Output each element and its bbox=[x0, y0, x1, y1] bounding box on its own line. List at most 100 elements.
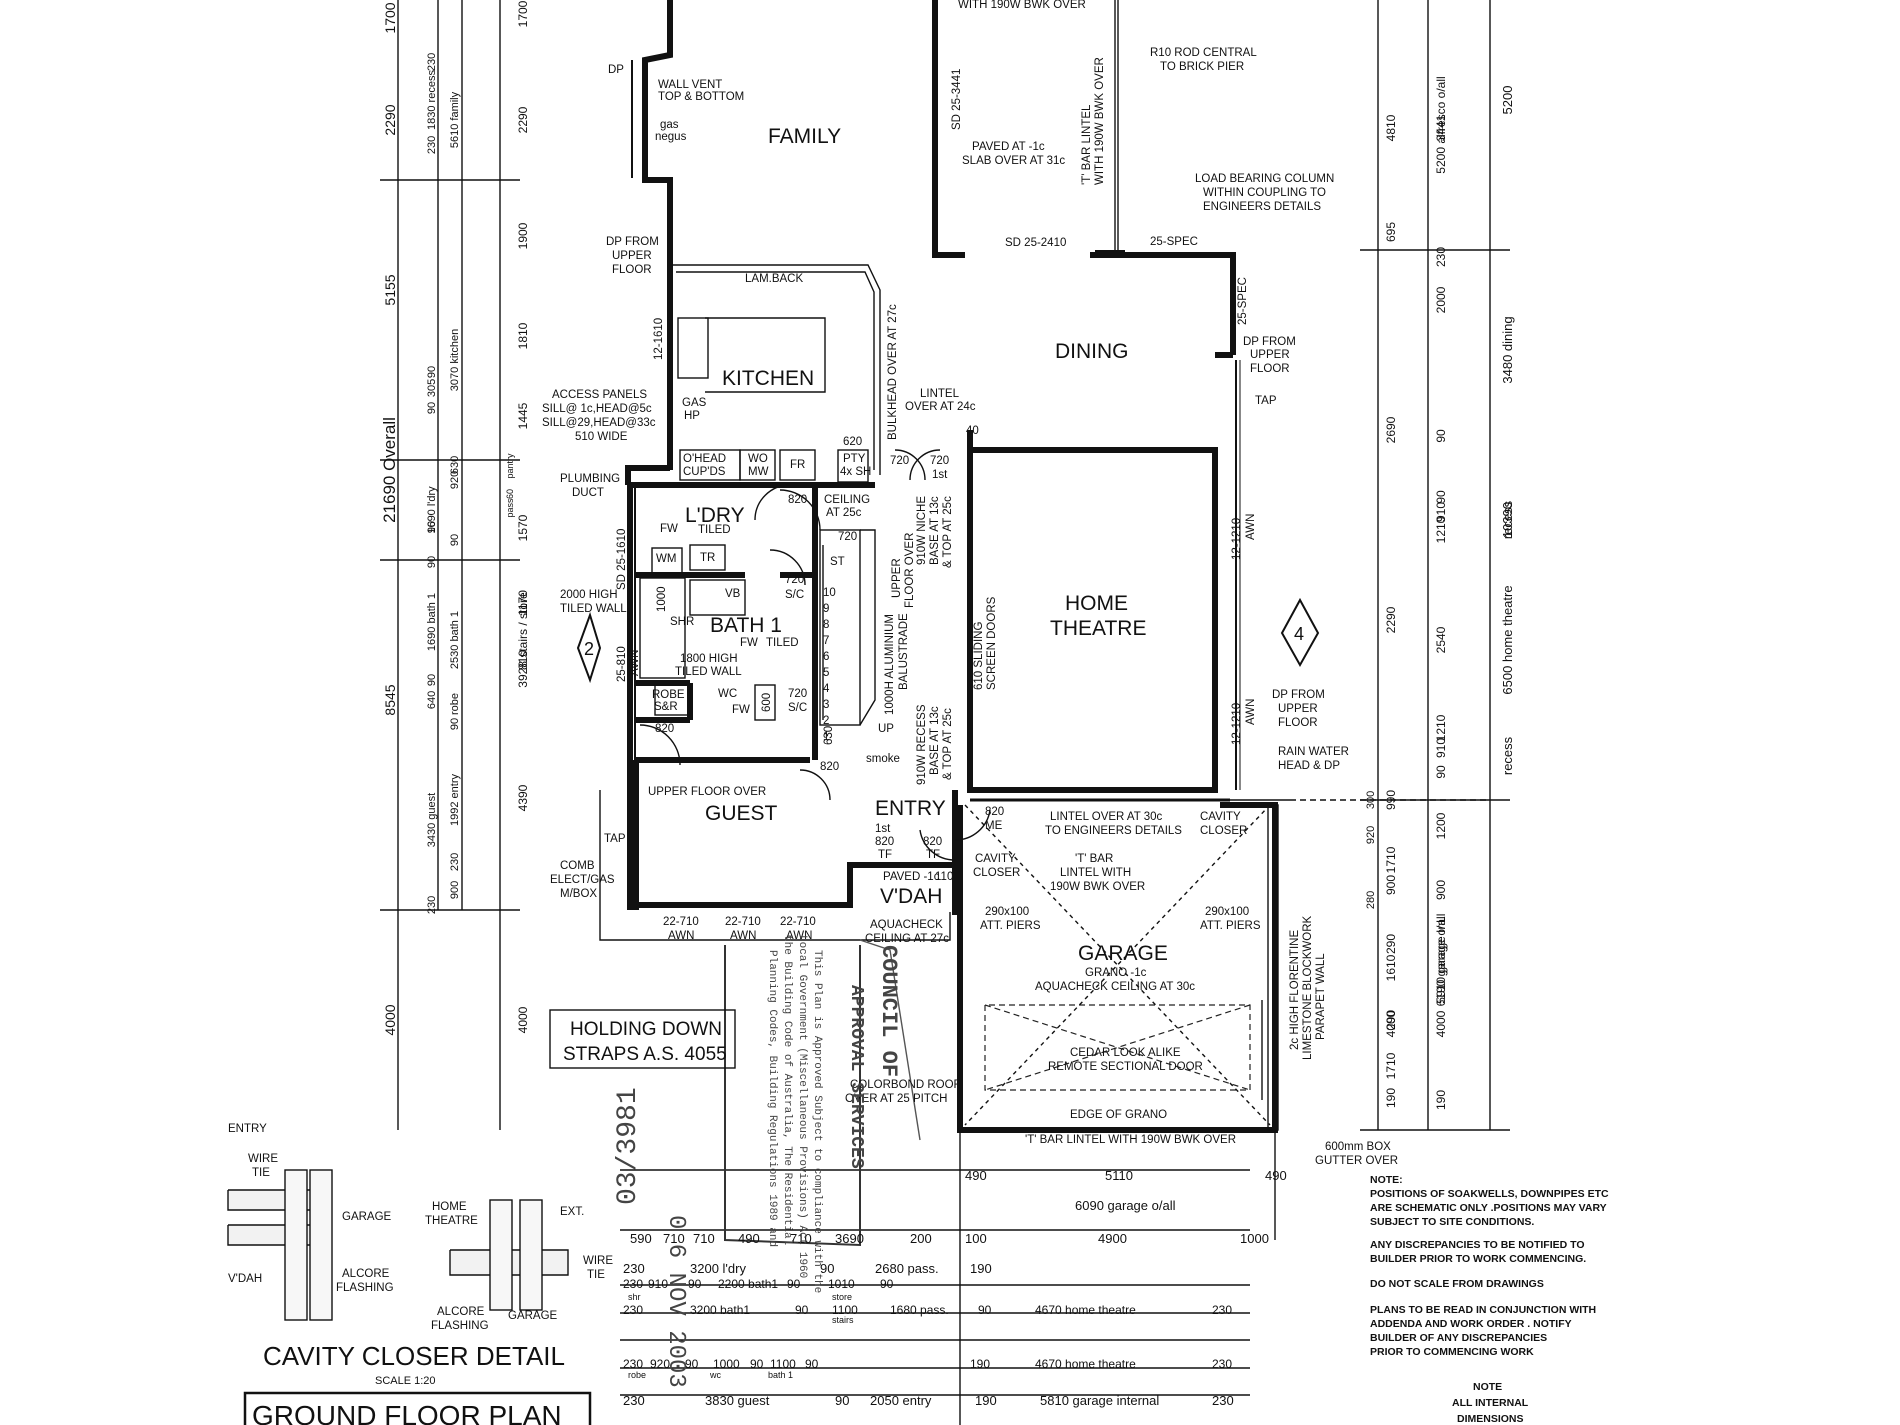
svg-text:COMB: COMB bbox=[560, 860, 595, 872]
dim-right-2: 6190 garage o/all bbox=[1434, 914, 1448, 1007]
svg-text:SD 25-1610: SD 25-1610 bbox=[616, 529, 628, 590]
svg-text:TOP & BOTTOM: TOP & BOTTOM bbox=[658, 91, 744, 103]
dim-bottom: 490 bbox=[738, 1231, 760, 1246]
svg-text:POSITIONS OF SOAKWELLS, DOWNPI: POSITIONS OF SOAKWELLS, DOWNPIPES ETC bbox=[1370, 1188, 1609, 1200]
svg-text:0 6 NOV 2003: 0 6 NOV 2003 bbox=[662, 1215, 689, 1388]
svg-text:HP: HP bbox=[684, 410, 700, 422]
svg-text:EDGE OF GRANO: EDGE OF GRANO bbox=[1070, 1109, 1167, 1121]
svg-text:TO ENGINEERS DETAILS: TO ENGINEERS DETAILS bbox=[1045, 825, 1182, 837]
dim-left-2: 90 bbox=[426, 674, 438, 686]
dim-right-2: 1200 bbox=[1434, 812, 1448, 839]
dim-right-1: 990 bbox=[1384, 790, 1398, 810]
svg-text:HEAD & DP: HEAD & DP bbox=[1278, 760, 1340, 772]
svg-text:WITHIN COUPLING TO: WITHIN COUPLING TO bbox=[1203, 187, 1326, 199]
dim-bottom: 230 bbox=[623, 1303, 643, 1317]
dim-left-4: 1170 bbox=[516, 590, 530, 616]
svg-text:FR: FR bbox=[790, 459, 805, 471]
dim-right-1: 695 bbox=[1384, 222, 1398, 242]
svg-text:'T' BAR LINTEL WITH 190W BWK O: 'T' BAR LINTEL WITH 190W BWK OVER bbox=[1025, 1134, 1236, 1146]
dim-left-4b: pantry bbox=[505, 453, 515, 479]
dim-bottom: 590 bbox=[630, 1231, 652, 1246]
cavity-detail-labels: ENTRY WIRE TIE GARAGE V'DAH ALCORE FLASH… bbox=[228, 1123, 613, 1387]
dim-left-4: 1700 bbox=[516, 0, 530, 27]
svg-text:CLOSER: CLOSER bbox=[1200, 825, 1247, 837]
dim-left-3: 920 bbox=[449, 471, 461, 489]
svg-text:WIRE: WIRE bbox=[583, 1255, 613, 1267]
dim-left-outer: 8545 bbox=[382, 684, 398, 715]
dim-bottom: 2050 entry bbox=[870, 1393, 932, 1408]
svg-text:SUBJECT TO SITE CONDITIONS.: SUBJECT TO SITE CONDITIONS. bbox=[1370, 1216, 1534, 1228]
svg-text:910W RECESS: 910W RECESS bbox=[916, 704, 928, 785]
dim-left-2: 1690 bath 1 bbox=[426, 593, 438, 651]
dim-bottom: 910 bbox=[648, 1277, 668, 1291]
svg-text:AWN: AWN bbox=[668, 930, 694, 942]
dim-left-2: 1830 recess bbox=[426, 70, 438, 130]
svg-text:LIMESTONE BLOCKWORK: LIMESTONE BLOCKWORK bbox=[1302, 915, 1314, 1060]
svg-text:9: 9 bbox=[823, 603, 829, 615]
svg-text:COLORBOND ROOF: COLORBOND ROOF bbox=[850, 1079, 961, 1091]
svg-text:FW: FW bbox=[732, 704, 750, 716]
svg-text:PAVED AT -1c: PAVED AT -1c bbox=[972, 141, 1045, 153]
dim-bottom: 230 bbox=[1212, 1393, 1234, 1408]
svg-text:AWN: AWN bbox=[786, 930, 812, 942]
cavity-closer-drawing bbox=[227, 1169, 569, 1321]
dim-right-1: 190 bbox=[1384, 1088, 1398, 1108]
dim-left-4: 3928 stairs / store bbox=[516, 592, 530, 688]
dim-right-1b: 920 bbox=[1365, 826, 1377, 844]
room-bath1: BATH 1 bbox=[710, 614, 782, 637]
dim-left-3: 1992 entry bbox=[449, 774, 461, 826]
svg-text:ALCORE: ALCORE bbox=[437, 1306, 485, 1318]
dim-bottom: 190 bbox=[970, 1357, 990, 1371]
svg-text:WITH 190W BWK OVER: WITH 190W BWK OVER bbox=[1094, 57, 1106, 185]
svg-text:RAIN WATER: RAIN WATER bbox=[1278, 746, 1349, 758]
dim-left-3: 3070 kitchen bbox=[449, 329, 461, 391]
svg-text:LINTEL: LINTEL bbox=[920, 388, 960, 400]
svg-text:LINTEL OVER AT 30c: LINTEL OVER AT 30c bbox=[1050, 811, 1163, 823]
dim-right-3: 10390 bbox=[1500, 502, 1515, 538]
dim-left-2: 230 bbox=[426, 53, 438, 71]
svg-text:2c HIGH FLORENTINE: 2c HIGH FLORENTINE bbox=[1289, 930, 1301, 1050]
svg-text:8: 8 bbox=[823, 619, 829, 631]
holding-down-1: HOLDING DOWN bbox=[570, 1019, 722, 1040]
svg-text:25-SPEC: 25-SPEC bbox=[1237, 277, 1249, 325]
dim-right-2: 2540 bbox=[1434, 626, 1448, 653]
svg-text:3: 3 bbox=[823, 699, 829, 711]
svg-text:PTY: PTY bbox=[843, 453, 866, 465]
svg-text:TAP: TAP bbox=[604, 833, 626, 845]
dim-bottom: 5110 bbox=[1105, 1168, 1133, 1183]
svg-text:WALL VENT: WALL VENT bbox=[658, 79, 722, 91]
svg-text:TF: TF bbox=[926, 849, 940, 861]
dim-bottom: 4900 bbox=[1098, 1231, 1127, 1246]
dim-right-1: 2690 bbox=[1384, 416, 1398, 443]
svg-text:PARAPET WALL: PARAPET WALL bbox=[1315, 953, 1327, 1040]
dim-right-2: 190 bbox=[1434, 1090, 1448, 1110]
svg-text:2: 2 bbox=[823, 715, 829, 727]
svg-text:4: 4 bbox=[823, 683, 830, 695]
svg-text:GAS: GAS bbox=[682, 397, 707, 409]
svg-text:720: 720 bbox=[838, 531, 857, 543]
dim-bottom: 200 bbox=[910, 1231, 932, 1246]
svg-text:720: 720 bbox=[788, 688, 807, 700]
dim-bottom: bath 1 bbox=[768, 1370, 793, 1380]
dim-right-2: 910 bbox=[1434, 502, 1448, 522]
svg-text:1000: 1000 bbox=[656, 586, 668, 612]
svg-text:HOME: HOME bbox=[432, 1201, 467, 1213]
svg-text:25-810: 25-810 bbox=[616, 646, 628, 682]
dim-bottom: 920 bbox=[650, 1357, 670, 1371]
dim-right-1: 290 bbox=[1384, 934, 1398, 954]
svg-text:the Building Code of Australia: the Building Code of Australia, The Resi… bbox=[781, 935, 793, 1245]
dim-left-4: 810 bbox=[516, 650, 530, 670]
svg-text:BASE AT 13c: BASE AT 13c bbox=[929, 496, 941, 565]
svg-text:820: 820 bbox=[788, 494, 807, 506]
dim-bottom: 4670 home theatre bbox=[1035, 1303, 1136, 1317]
dim-bottom: 490 bbox=[1265, 1168, 1287, 1183]
dim-bottom: 1000 bbox=[713, 1357, 740, 1371]
dim-right-2: 2000 bbox=[1434, 286, 1448, 313]
dim-left-2: 305 bbox=[426, 379, 438, 397]
dim-bottom: 90 bbox=[685, 1357, 699, 1371]
svg-text:40: 40 bbox=[966, 425, 979, 437]
svg-text:COUNCIL OF: COUNCIL OF bbox=[876, 945, 901, 1077]
svg-text:V'DAH: V'DAH bbox=[228, 1273, 262, 1285]
